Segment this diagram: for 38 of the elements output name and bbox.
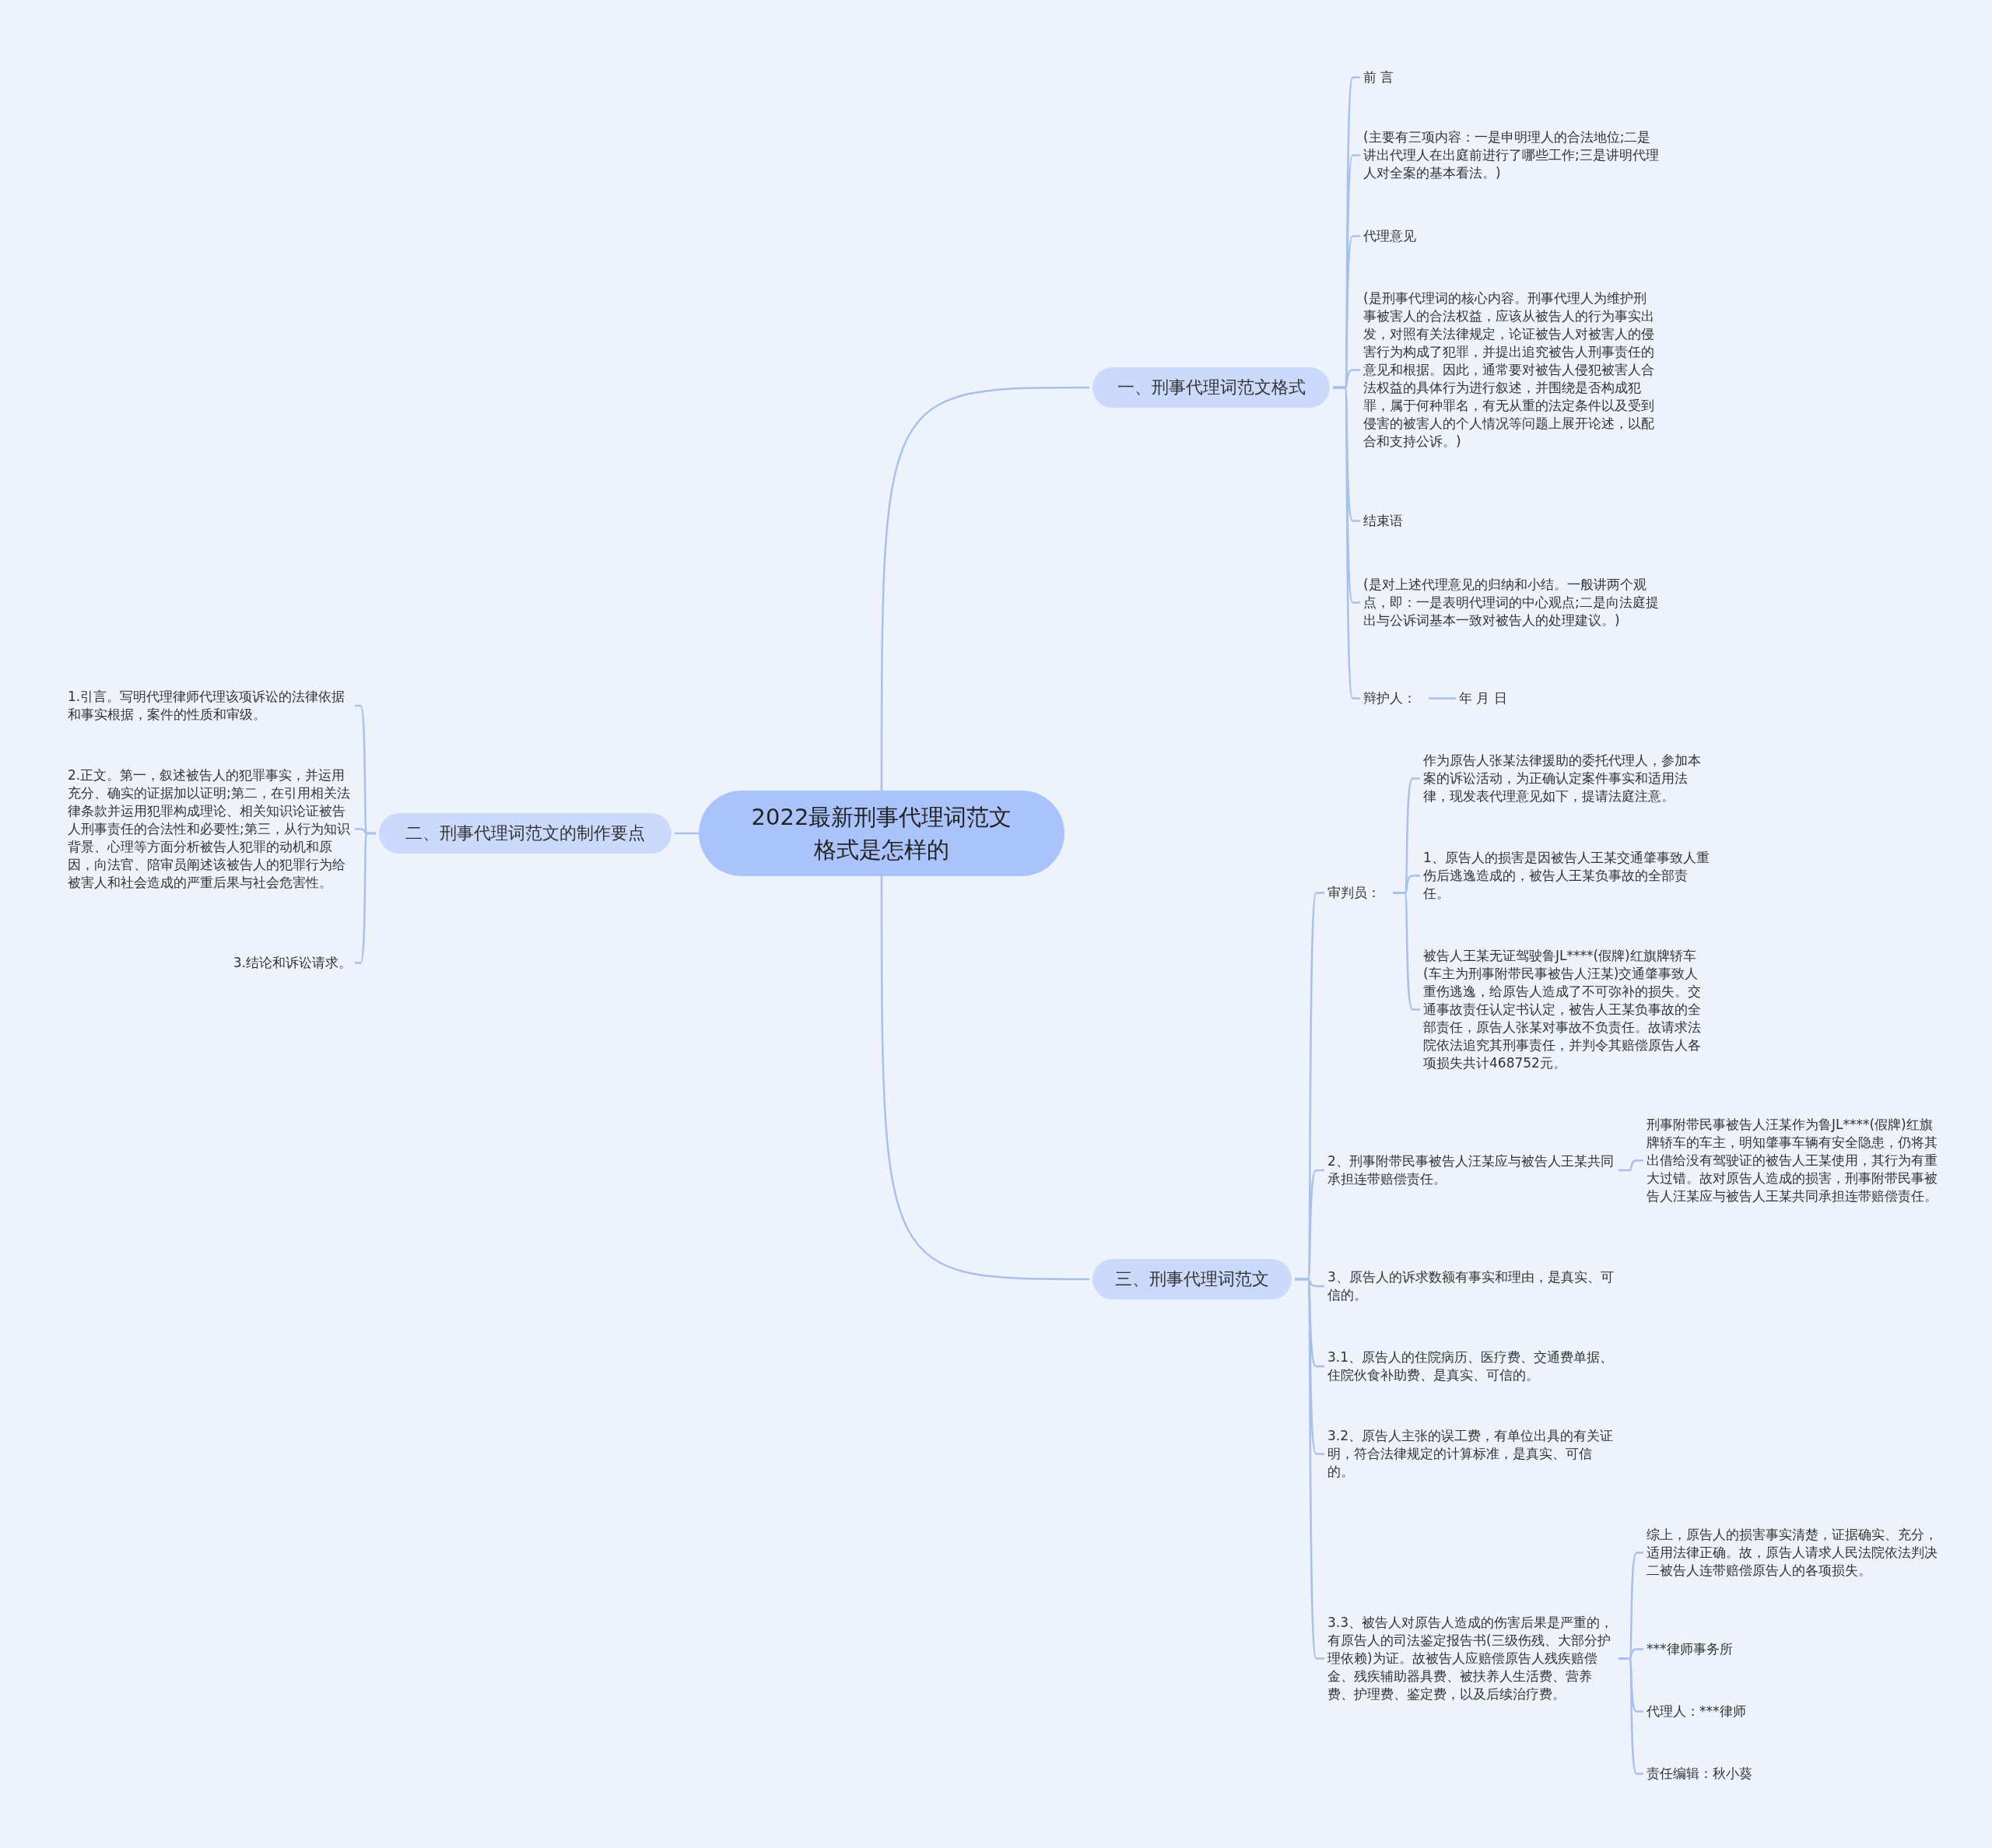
topic-text: 2.正文。第一，叙述被告人的犯罪事实，并运用充分、确实的证据加以证明;第二，在引用相关法律条款并运用犯罪构成理论、相关知识论证被告人刑事责任的合法性和必要性;第三，从行为知识背景、心理等方面分析被告人犯罪的动机和原因，向法官、陪审员阐述该被告人的犯罪行为给被害人和社会造成的严重后果与社会危害性。: [68, 766, 352, 892]
topic-text: 1.引言。写明代理律师代理该项诉讼的法律依据和事实根据，案件的性质和审级。: [68, 688, 352, 724]
connector-line: [1429, 697, 1456, 700]
topic-text: (主要有三项内容：一是申明理人的合法地位;二是讲出代理人在出庭前进行了哪些工作;三是讲明代理人对全案的基本看法。): [1363, 128, 1659, 182]
topic-text: 3.2、原告人主张的误工费，有单位出具的有关证明，符合法律规定的计算标准，是真实、可信的。: [1327, 1427, 1615, 1481]
topic-text: 3.结论和诉讼请求。: [68, 954, 352, 972]
topic-text: 3.3、被告人对原告人造成的伤害后果是严重的，有原告人的司法鉴定报告书(三级伤残、大部分护理依赖)为证。故被告人应赔偿原告人残疾赔偿金、残疾辅助器具费、被扶养人生活费、营养费、护理费、鉴定费，以及后续治疗费。: [1327, 1614, 1615, 1703]
connector-line: [675, 832, 699, 835]
topic-text: 审判员：: [1327, 884, 1390, 902]
topic-text: ***律师事务所: [1647, 1640, 1938, 1658]
topic-text: 年 月 日: [1459, 689, 1537, 707]
topic-text: 3.1、原告人的住院病历、医疗费、交通费单据、住院伙食补助费、是真实、可信的。: [1327, 1348, 1615, 1384]
topic-text: (是对上述代理意见的归纳和小结。一般讲两个观点，即：一是表明代理词的中心观点;二是向法庭提出与公诉词基本一致对被告人的处理建议。): [1363, 576, 1659, 629]
topic-pill: 二、刑事代理词范文的制作要点: [379, 813, 672, 854]
topic-pill: 三、刑事代理词范文: [1092, 1259, 1292, 1299]
topic-text: 作为原告人张某法律援助的委托代理人，参加本案的诉讼活动，为正确认定案件事实和适用法律，现发表代理意见如下，提请法庭注意。: [1423, 752, 1711, 805]
connector-line: [880, 876, 1089, 1281]
topic-text: 1、原告人的损害是因被告人王某交通肇事致人重伤后逃逸造成的，被告人王某负事故的全部责任。: [1423, 849, 1711, 903]
topic-text: 2、刑事附带民事被告人汪某应与被告人王某共同承担连带赔偿责任。: [1327, 1152, 1615, 1188]
topic-text: 代理人：***律师: [1647, 1702, 1938, 1720]
topic-text: (是刑事代理词的核心内容。刑事代理人为维护刑事被害人的合法权益，应该从被告人的行为事实出发，对照有关法律规定，论证被告人对被害人的侵害行为构成了犯罪，并提出追究被告人刑事责任的意见和根据。因此，通常要对被告人侵犯被害人合法权益的具体行为进行叙述，并围绕是否构成犯罪，属于何种罪名，有无从重的法定条件以及受到侵害的被害人的个人情况等问题上展开论述，以配合和支持公诉。): [1363, 289, 1659, 451]
connector-line: [1618, 1657, 1643, 1775]
topic-text: 责任编辑：秋小葵: [1647, 1765, 1938, 1783]
topic-text: 结束语: [1363, 512, 1659, 530]
connector-line: [355, 832, 376, 964]
topic-text: 前 言: [1363, 68, 1659, 86]
topic-text: 代理意见: [1363, 227, 1659, 245]
topic-text: 辩护人：: [1363, 689, 1426, 707]
central-topic-pill: 2022最新刑事代理词范文格式是怎样的: [699, 791, 1064, 876]
connector-line: [880, 386, 1089, 791]
topic-text: 综上，原告人的损害事实清楚，证据确实、充分，适用法律正确。故，原告人请求人民法院依法判决二被告人连带赔偿原告人的各项损失。: [1647, 1526, 1938, 1580]
topic-text: 3、原告人的诉求数额有事实和理由，是真实、可信的。: [1327, 1268, 1615, 1304]
connector-line: [1618, 1159, 1643, 1172]
connector-line: [1333, 386, 1360, 700]
topic-text: 刑事附带民事被告人汪某作为鲁JL****(假牌)红旗牌轿车的车主，明知肇事车辆有安全隐患，仍将其出借给没有驾驶证的被告人王某使用，其行为有重大过错。故对原告人造成的损害，刑事附带民事被告人汪某应与被告人王某共同承担连带赔偿责任。: [1647, 1116, 1938, 1205]
connector-line: [1295, 1278, 1324, 1660]
topic-text: 被告人王某无证驾驶鲁JL****(假牌)红旗牌轿车(车主为刑事附带民事被告人汪某)交通肇事致人重伤逃逸，给原告人造成了不可弥补的损失。交通事故责任认定书认定，被告人王某负事故的全部责任，原告人张某对事故不负责任。故请求法院依法追究其刑事责任，并判令其赔偿原告人各项损失共计468752元。: [1423, 947, 1711, 1072]
topic-pill: 一、刑事代理词范文格式: [1092, 367, 1330, 408]
